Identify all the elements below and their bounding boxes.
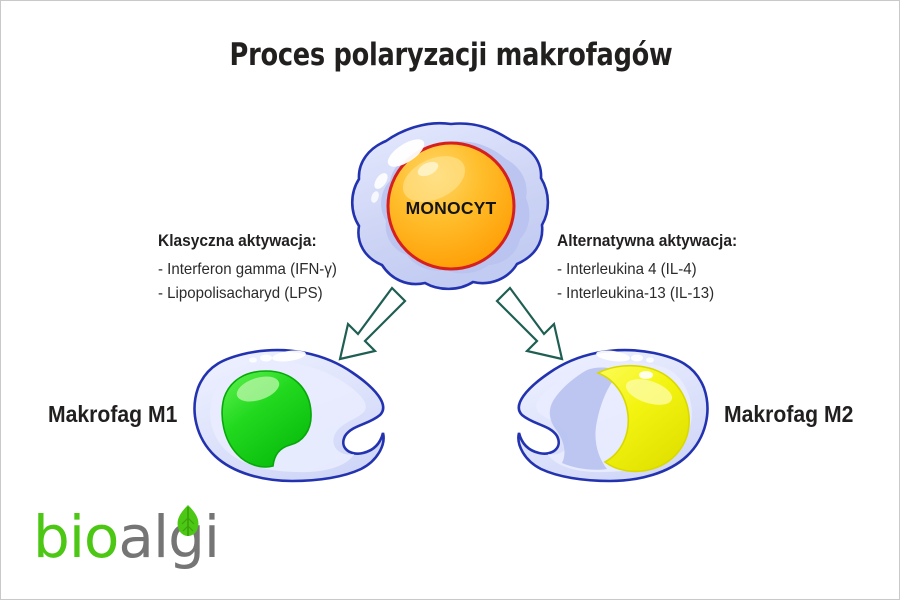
m2-nucleus-highlight-dot (639, 371, 653, 379)
alternative-activation-panel: Alternatywna aktywacja: - Interleukina 4… (557, 232, 749, 309)
m2-nucleus-highlight (625, 379, 673, 405)
m2-inner-band (549, 367, 621, 470)
arrow-down-left (338, 286, 407, 361)
monocyte-label: MONOCYT (405, 198, 497, 218)
monocyte-nucleus-highlight-small (417, 161, 439, 177)
bioalgi-logo: bioalgi (33, 503, 220, 571)
monocyte-membrane-highlight-2 (374, 173, 388, 189)
alternative-activation-item-1: - Interleukina-13 (IL-13) (557, 285, 715, 302)
m2-membrane-highlight-1 (596, 350, 630, 362)
monocyte-membrane-highlight-1 (387, 139, 425, 167)
monocyte-membrane-highlight-3 (371, 191, 379, 203)
monocyte-cell (350, 121, 550, 291)
classical-activation-item-1: - Lipopolisacharyd (LPS) (158, 285, 323, 302)
leaf-icon (177, 505, 199, 536)
monocyte-nucleus-highlight (402, 156, 466, 202)
macrophage-m2-label: Makrofag M2 (724, 401, 854, 427)
alternative-activation-heading: Alternatywna aktywacja: (557, 232, 738, 250)
macrophage-m2-cell (517, 348, 709, 483)
logo-algi-text: algi (118, 503, 220, 571)
logo-wordmark: bioalgi (33, 503, 220, 571)
m2-membrane-highlight-2 (631, 354, 643, 362)
classical-activation-heading: Klasyczna aktywacja: (158, 232, 317, 250)
m1-nucleus-highlight (236, 376, 280, 402)
m2-membrane-highlight-3 (646, 357, 654, 363)
logo-bio-text: bio (33, 503, 119, 571)
m1-membrane-highlight-1 (272, 350, 306, 362)
macrophage-m1-cell (193, 348, 385, 483)
macrophage-m1-label: Makrofag M1 (48, 401, 178, 427)
arrow-down-right (495, 286, 564, 361)
classical-activation-panel: Klasyczna aktywacja: - Interferon gamma … (158, 232, 348, 309)
alternative-activation-item-0: - Interleukina 4 (IL-4) (557, 261, 697, 278)
classical-activation-item-0: - Interferon gamma (IFN-γ) (158, 261, 337, 278)
m1-membrane-highlight-2 (260, 354, 272, 362)
m1-membrane-highlight-3 (249, 357, 257, 363)
page-title: Proces polaryzacji makrofagów (229, 37, 673, 73)
